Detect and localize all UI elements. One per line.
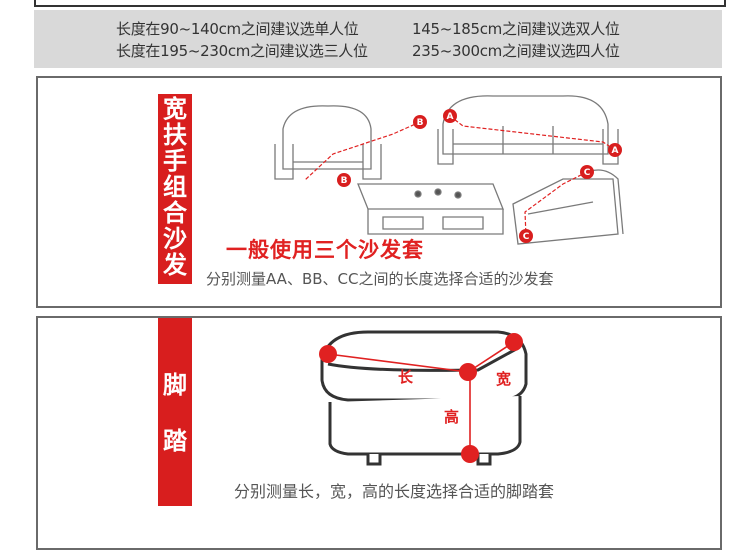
sofa-label-char: 沙 xyxy=(163,225,187,253)
marker-a-left: A xyxy=(447,112,454,122)
marker-c-top: C xyxy=(584,168,591,178)
sofa-panel: 宽 扶 手 组 合 沙 发 xyxy=(36,76,722,308)
footstool-panel: 脚 踏 长 宽 高 分别测量长，宽，高的长度选择合适的脚踏套 xyxy=(36,316,722,550)
sofa-label-char: 手 xyxy=(163,147,187,175)
sofa-set-illustration: A A B B C C xyxy=(274,95,624,245)
sofa-label-char: 合 xyxy=(163,199,187,227)
marker-b-top: B xyxy=(417,118,424,128)
marker-b-bottom: B xyxy=(341,176,348,186)
sofa-label-char: 组 xyxy=(163,173,187,201)
top-frame xyxy=(34,0,726,7)
footstool-label-char: 踏 xyxy=(163,427,187,455)
footstool-caption: 分别测量长，宽，高的长度选择合适的脚踏套 xyxy=(234,482,555,501)
sofa-caption: 分别测量AA、BB、CC之间的长度选择合适的沙发套 xyxy=(206,270,554,288)
size-guide-line1-left: 长度在90~140cm之间建议选单人位 xyxy=(116,20,359,38)
footstool-illustration: 长 宽 高 xyxy=(319,330,528,466)
size-guide-banner: 长度在90~140cm之间建议选单人位 145~185cm之间建议选双人位 长度… xyxy=(34,10,722,68)
footstool-type-label: 脚 踏 xyxy=(158,318,192,506)
marker-c-bottom: C xyxy=(523,232,530,242)
sofa-label-char: 发 xyxy=(163,251,187,279)
size-guide-line2-right: 235~300cm之间建议选四人位 xyxy=(412,42,620,60)
size-guide-line1-right: 145~185cm之间建议选双人位 xyxy=(412,20,620,38)
size-guide-line2-left: 长度在195~230cm之间建议选三人位 xyxy=(116,42,368,60)
sofa-type-label: 宽 扶 手 组 合 沙 发 xyxy=(158,94,192,284)
sofa-label-char: 扶 xyxy=(163,121,187,149)
dimension-width-label: 宽 xyxy=(495,370,511,388)
sofa-label-char: 宽 xyxy=(163,95,187,123)
dimension-length-label: 长 xyxy=(398,368,414,386)
footstool-label-char: 脚 xyxy=(163,371,187,399)
marker-a-right: A xyxy=(612,146,619,156)
dimension-height-label: 高 xyxy=(444,408,459,426)
sofa-headline: 一般使用三个沙发套 xyxy=(226,238,424,262)
